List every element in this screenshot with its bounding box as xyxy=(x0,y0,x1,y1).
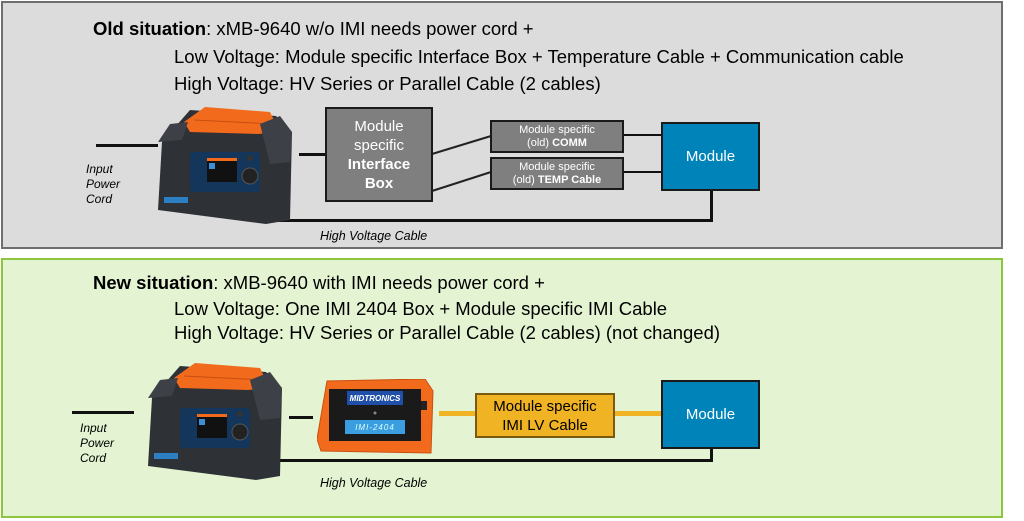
old-module-box: Module xyxy=(661,122,760,191)
temp-cable-box: Module specific (old) TEMP Cable xyxy=(490,157,624,190)
comm-box-line: Module specific xyxy=(519,123,595,136)
new-module-label: Module xyxy=(685,406,736,423)
new-high-voltage-text: High Voltage: HV Series or Parallel Cabl… xyxy=(174,322,721,343)
old-interface-to-comm-wire xyxy=(431,135,492,155)
old-high-voltage-text: High Voltage: HV Series or Parallel Cabl… xyxy=(174,73,601,94)
old-low-voltage-text: Low Voltage: Module specific Interface B… xyxy=(174,46,904,67)
device-screen xyxy=(207,158,237,182)
new-imi-to-cable-wire xyxy=(439,411,477,416)
imi-lv-cable-box: Module specific IMI LV Cable xyxy=(475,393,615,438)
old-device-to-interface-wire xyxy=(299,153,326,156)
new-input-label-line: Cord xyxy=(80,451,107,465)
old-high-voltage-cable-label: High Voltage Cable xyxy=(320,229,428,243)
new-module-box: Module xyxy=(661,380,760,449)
comm-box-line2: (old) COMM xyxy=(527,137,587,150)
new-situation-heading-rest: : xMB-9640 with IMI needs power cord + xyxy=(213,272,545,293)
old-comm-to-module-wire xyxy=(622,134,662,136)
old-input-label-line: Power xyxy=(86,177,121,191)
old-interface-to-temp-wire xyxy=(431,171,492,192)
temp-box-prefix: (old) xyxy=(512,173,538,186)
imi-model-label: IMI-2404 xyxy=(345,420,405,434)
interface-box-line: Module xyxy=(354,117,404,135)
new-high-voltage-cable-label: High Voltage Cable xyxy=(320,476,428,490)
new-input-power-cord-wire xyxy=(72,411,134,414)
imi-brand-label: MIDTRONICS xyxy=(347,391,403,405)
new-input-label-line: Power xyxy=(80,436,115,450)
old-high-voltage-cable-riser xyxy=(710,189,713,221)
old-xmb-9640-device-image xyxy=(158,107,292,224)
comm-box-prefix: (old) xyxy=(527,136,553,149)
interface-box-line-bold: Box xyxy=(364,174,394,192)
old-situation-heading-rest: : xMB-9640 w/o IMI needs power cord + xyxy=(206,18,534,39)
interface-box-line: specific xyxy=(353,136,405,154)
new-input-power-cord-label: Input Power Cord xyxy=(80,421,114,466)
new-high-voltage-cable-wire xyxy=(279,459,713,462)
temp-box-line2: (old) TEMP Cable xyxy=(513,174,601,187)
new-device-to-imi-wire xyxy=(289,416,313,419)
new-input-label-line: Input xyxy=(80,421,107,435)
new-xmb-9640-device-image xyxy=(148,363,282,480)
new-low-voltage-text: Low Voltage: One IMI 2404 Box + Module s… xyxy=(174,298,668,319)
old-module-label: Module xyxy=(685,148,736,165)
new-high-voltage-cable-riser xyxy=(710,447,713,462)
new-cable-to-module-wire xyxy=(613,411,662,416)
interface-box-line-bold: Interface xyxy=(347,155,411,173)
comm-box-bold: COMM xyxy=(552,136,587,149)
device-screen xyxy=(197,414,227,438)
old-temp-to-module-wire xyxy=(622,171,662,173)
new-situation-heading-bold: New situation xyxy=(93,272,214,293)
old-input-power-cord-wire xyxy=(96,144,158,147)
old-situation-heading-bold: Old situation xyxy=(93,18,207,39)
device-dpad xyxy=(241,167,259,185)
temp-box-line: Module specific xyxy=(519,160,595,173)
device-orange-top xyxy=(184,107,280,134)
device-brand-badge xyxy=(154,453,178,459)
device-dpad xyxy=(231,423,249,441)
imi-2404-box: MIDTRONICS IMI-2404 xyxy=(317,379,435,455)
imi-cable-box-line: IMI LV Cable xyxy=(502,416,588,434)
imi-cable-box-line: Module specific xyxy=(493,397,597,415)
new-situation-heading: New situation: xMB-9640 with IMI needs p… xyxy=(93,272,545,294)
device-brand-badge xyxy=(164,197,188,203)
old-situation-heading: Old situation: xMB-9640 w/o IMI needs po… xyxy=(93,18,534,40)
temp-box-bold: TEMP Cable xyxy=(537,173,602,186)
old-input-label-line: Cord xyxy=(86,192,113,206)
device-orange-top xyxy=(174,363,270,390)
old-input-label-line: Input xyxy=(86,162,113,176)
interface-box: Module specific Interface Box xyxy=(325,107,433,202)
old-high-voltage-cable-wire xyxy=(278,219,713,222)
old-input-power-cord-label: Input Power Cord xyxy=(86,162,120,207)
comm-cable-box: Module specific (old) COMM xyxy=(490,120,624,153)
